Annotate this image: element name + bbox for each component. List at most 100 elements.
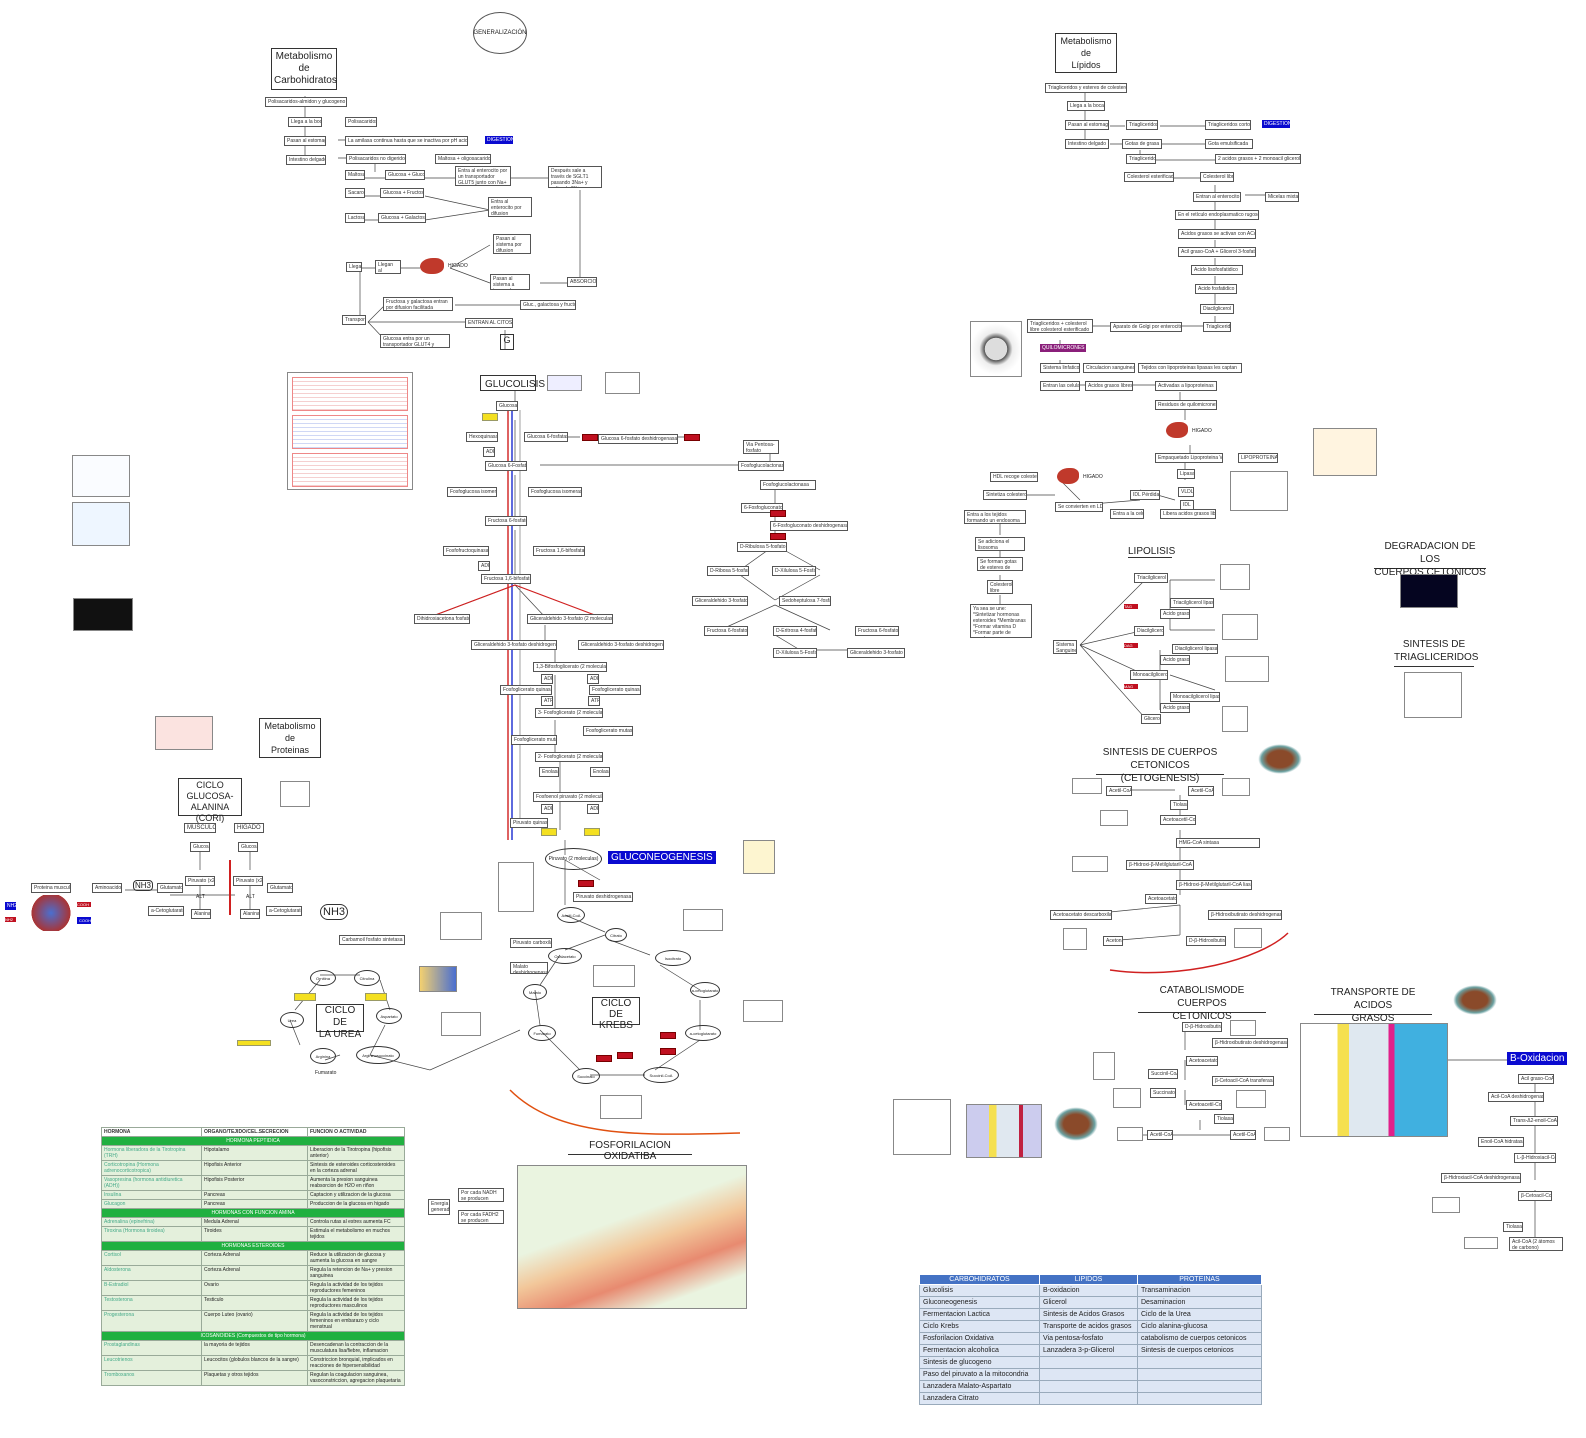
lipid-node: Triagliceridos xyxy=(1126,120,1158,130)
glyco-node: 1,3-Bifosfoglicerato (2 moleculas) xyxy=(533,662,607,672)
table-cell: Leucocitos (globulos blancos de la sangr… xyxy=(201,1355,308,1371)
lipid-node: Triagliceridos + colesterol libre colest… xyxy=(1027,319,1093,333)
higado-label: HIGADO xyxy=(1192,428,1212,434)
lipoprotein-image xyxy=(1313,428,1377,476)
structure-image xyxy=(1113,1088,1141,1108)
enzyme-tag xyxy=(684,434,700,441)
table-cell xyxy=(1039,1380,1138,1393)
glyco-node: Fructosa 1,6-bifosfatasa xyxy=(533,546,585,556)
enzyme-tag xyxy=(617,1052,633,1059)
glyco-node: ADP xyxy=(478,561,490,571)
mitochondria-image xyxy=(1054,1107,1098,1141)
lipid-node: Entran las celulas xyxy=(1040,381,1080,391)
krebs-structure xyxy=(683,909,723,931)
pentose-node: D-Ribosa 5-fosfato xyxy=(707,566,749,576)
pentose-node: Fructosa 6-fosfato xyxy=(855,626,899,636)
enzyme-tag xyxy=(660,1032,676,1039)
structure-image xyxy=(893,1099,951,1155)
glucolisis-thumbnail xyxy=(605,372,640,394)
carb-node: Llegan al sistema xyxy=(375,260,401,274)
atp-tag xyxy=(237,1040,271,1046)
urea-ellipse: Argininosuccinato xyxy=(356,1046,400,1064)
table-cell: Regula la actividad de los tejidos repro… xyxy=(307,1295,405,1311)
lipoprotein-image xyxy=(1230,471,1288,511)
title-lipolisis: LIPOLISIS xyxy=(1128,546,1176,558)
structure-image xyxy=(1093,1052,1115,1080)
mitochondria-image xyxy=(1258,744,1302,774)
lipid-node: Triagliceridos xyxy=(1203,322,1231,332)
table-cell: Corticotropina (Hormona adrenocorticotro… xyxy=(101,1160,202,1176)
box-node: Acil graso-CoA xyxy=(1518,1074,1554,1084)
glyco-node: Fructosa 6-fosfato xyxy=(485,516,527,526)
lipid-node: Triagliceridos y esteres de colesterol xyxy=(1045,83,1127,93)
glyco-node: Fosfoglicerato quinasa xyxy=(589,685,641,695)
urea-ellipse: Arginina xyxy=(310,1048,336,1064)
table-cell: Corteza Adrenal xyxy=(201,1250,308,1266)
summary-header: CARBOHIDRATOS xyxy=(919,1274,1040,1285)
carb-node: ABSORCION xyxy=(567,277,597,287)
title-transporte-acidos: TRANSPORTE DE ACIDOS GRASOS xyxy=(1314,986,1432,1024)
glyco-node: 2- Fosfoglicerato (2 moleculas) xyxy=(535,752,603,762)
krebs-ellipse: Citrato xyxy=(605,928,627,942)
table-cell: Regula la retencion de Na+ y presion san… xyxy=(307,1265,405,1281)
table-cell: Glucolisis xyxy=(919,1284,1040,1297)
lipolisis-node: Monoacilglicerol lipasa xyxy=(1170,692,1220,702)
glyco-node: Glucosa xyxy=(496,401,518,411)
table-cell: la mayoria de tejidos xyxy=(201,1340,308,1356)
prot-node: Alanina xyxy=(191,909,211,919)
lipolisis-node: Triacilglicerol lipasa xyxy=(1170,598,1214,608)
enzyme-tag xyxy=(596,1055,612,1062)
glyco-node: Hexoquinasa xyxy=(466,432,498,442)
carb-node: Glucosa + Galactosa xyxy=(378,213,426,223)
mitochondria-image xyxy=(1453,985,1497,1015)
dag-badge: DAG xyxy=(1124,643,1138,648)
glyco-node: Dihidroxiacetona fosfato xyxy=(414,614,470,624)
pentose-node: D-Xilulosa 5-Fosfato xyxy=(772,566,816,576)
title-fosforilacion: FOSFORILACION OXIDATIBA xyxy=(568,1140,692,1162)
structure-image xyxy=(1230,1020,1256,1036)
chylomicron-image xyxy=(970,321,1022,377)
lipid-node: Entran al enterocito xyxy=(1193,192,1241,202)
g-box: G xyxy=(500,334,514,350)
title-metabolismo-carbohidratos: Metabolismo de Carbohidratos xyxy=(271,48,337,90)
lipid-node: 2 acidos grasos + 2 monoacil glicerol xyxy=(1215,154,1301,164)
ceto-node: Acetoacetil-CoA xyxy=(1160,815,1196,825)
table-cell: Tiroides xyxy=(201,1226,308,1242)
pentose-node: 6-Fosfogluconato deshidrogenasa xyxy=(770,521,848,531)
lipid-node: Se convierten en LDL xyxy=(1055,502,1103,512)
summary-header: PROTEINAS xyxy=(1137,1274,1262,1285)
table-cell: Regulan la coagulacion sanguinea, vasoco… xyxy=(307,1370,405,1386)
title-degradacion-cuerpos: DEGRADACION DE LOS CUERPOS CETONICOS xyxy=(1374,541,1486,578)
carb-node: Gluc., galactosa y fructosa xyxy=(520,300,576,310)
table-cell: Sintesis de cuerpos cetonicos xyxy=(1137,1344,1262,1357)
cat-node: β-Cetoacil-CoA transferasa xyxy=(1212,1076,1274,1086)
table-cell: Sintesis de esteroides corticosteroides … xyxy=(307,1160,405,1176)
gluconeogenesis-table xyxy=(743,840,775,874)
hormone-section-title: HORMONAS ESTEROIDES xyxy=(101,1241,405,1251)
glyco-node: Gliceraldehido 3-fosfato (2 moleculas) xyxy=(527,614,613,624)
tag-badge: TAG xyxy=(1124,604,1138,609)
table-cell: Lanzadera Malato-Aspartato xyxy=(919,1380,1040,1393)
table-row: Lanzadera Citrato xyxy=(919,1392,1262,1405)
table-row: Corticotropina (Hormona adrenocorticotro… xyxy=(101,1160,405,1176)
ceto-node: Tiolasa xyxy=(1170,800,1188,810)
glyco-node: Glucosa 6-fosfatasa xyxy=(524,432,568,442)
lipid-node: Circulacion sanguinea xyxy=(1083,363,1135,373)
table-cell: Lanzadera Citrato xyxy=(919,1392,1040,1405)
enzyme-tag xyxy=(582,434,598,441)
cat-node: D-β-Hidroxibutirato xyxy=(1182,1022,1222,1032)
alt-label: ALT xyxy=(196,894,205,900)
liver-icon xyxy=(1166,422,1188,438)
carb-node: Después sale a través de SGLT1 pasando 3… xyxy=(548,166,602,188)
diagram-thumbnail xyxy=(72,502,130,546)
carb-node: Polisacaridos-almidon y glucogeno xyxy=(265,97,347,107)
glyco-node: Fosfoenol piruvato (2 moleculas) xyxy=(533,792,603,802)
prot-node: Glutamato xyxy=(157,883,183,893)
table-cell: Adrenalina (epinefrina) xyxy=(101,1217,202,1227)
prot-node: Glutamato xyxy=(267,883,293,893)
table-row: Vasopresina (hormona antidiuretica (ADH)… xyxy=(101,1175,405,1191)
